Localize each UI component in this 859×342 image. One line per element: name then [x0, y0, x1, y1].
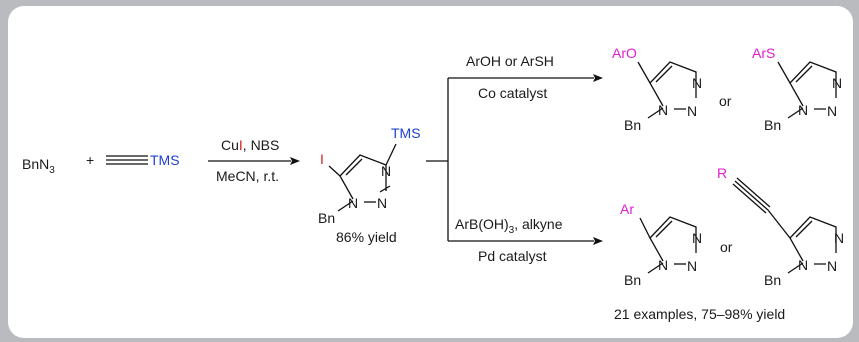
top-product1-n3: N	[692, 75, 702, 91]
intermediate-n1: N	[348, 195, 358, 211]
bottom-product2-n1: N	[798, 257, 808, 273]
scheme-panel: BnN3 + TMS CuI, NBS MeCN, r.t. I TMS N N…	[8, 6, 853, 338]
step1-reagents: CuI, NBS	[221, 137, 279, 153]
top-product1-bn: Bn	[624, 117, 641, 133]
bottom-product1-n3: N	[692, 230, 702, 246]
scope-summary: 21 examples, 75–98% yield	[614, 306, 785, 322]
top-or: or	[719, 93, 732, 109]
intermediate-iodine: I	[320, 151, 324, 167]
bottom-product1-n2: N	[687, 258, 697, 274]
top-product2-substituent: ArS	[752, 45, 775, 61]
top-product2-n3: N	[832, 75, 842, 91]
product-arylthio-triazole	[777, 61, 837, 119]
bottom-or: or	[720, 239, 733, 255]
top-product1-substituent: ArO	[612, 45, 637, 61]
reaction-scheme: BnN3 + TMS CuI, NBS MeCN, r.t. I TMS N N…	[22, 45, 844, 322]
azide-label: BnN3	[22, 156, 55, 176]
branch-connector	[426, 74, 603, 245]
intermediate-n2: N	[377, 195, 387, 211]
top-product2-n2: N	[827, 103, 837, 119]
plus-sign: +	[86, 152, 94, 168]
step1-yield: 86% yield	[336, 229, 397, 245]
top-branch-reagents: ArOH or ArSH	[466, 53, 554, 69]
step1-arrow	[208, 157, 300, 165]
bottom-product1-substituent: Ar	[620, 201, 634, 217]
top-product1-n2: N	[687, 103, 697, 119]
intermediate-triazole	[328, 143, 397, 212]
alkyne-tms-label: TMS	[150, 152, 180, 168]
bottom-product1-bn: Bn	[624, 272, 641, 288]
top-product2-bn: Bn	[764, 117, 781, 133]
step1-conditions: MeCN, r.t.	[216, 168, 279, 184]
bottom-product2-substituent: R	[717, 165, 727, 181]
product-alkynyl-triazole	[732, 177, 837, 274]
product-aryl-triazole	[639, 216, 697, 274]
intermediate-bn: Bn	[318, 210, 335, 226]
intermediate-tms: TMS	[391, 125, 421, 141]
top-product2-n1: N	[798, 102, 808, 118]
bottom-product2-bn: Bn	[764, 272, 781, 288]
bottom-product1-n1: N	[658, 257, 668, 273]
top-branch-catalyst: Co catalyst	[478, 85, 547, 101]
tms-acetylene-bond	[106, 155, 148, 165]
intermediate-n3: N	[381, 163, 391, 179]
bottom-branch-catalyst: Pd catalyst	[478, 248, 547, 264]
bottom-product2-n3: N	[834, 230, 844, 246]
bottom-branch-reagents: ArB(OH)3, alkyne	[455, 216, 563, 236]
bottom-product2-n2: N	[827, 258, 837, 274]
product-aryloxy-triazole	[637, 61, 697, 119]
top-product1-n1: N	[658, 102, 668, 118]
